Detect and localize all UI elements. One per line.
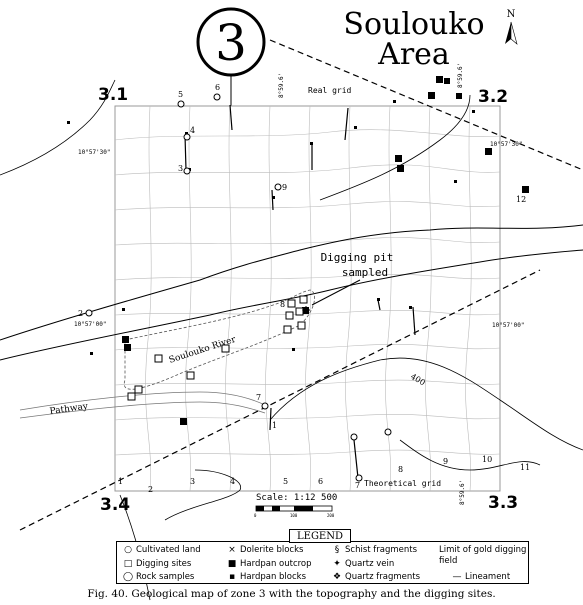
coord-lat: 10°57'00" xyxy=(492,322,525,329)
legend-label: Rock samples xyxy=(136,572,195,582)
legend-label: Hardpan outcrop xyxy=(240,559,312,569)
filled-square-icon: ■ xyxy=(227,559,237,569)
sample-number: 6 xyxy=(215,83,220,92)
square-icon: □ xyxy=(123,559,133,569)
scale-label: Scale: 1:12 500 xyxy=(256,493,337,503)
grid-number: 4 xyxy=(230,477,235,486)
scale-tick: 0 xyxy=(254,513,257,518)
sample-number: 2 xyxy=(78,309,83,318)
grid-number: 7 xyxy=(355,481,360,490)
digging-sites xyxy=(127,295,308,401)
coord-lon: 8°59.6' xyxy=(459,480,466,505)
legend-item-cultivated: ○ Cultivated land xyxy=(123,545,201,555)
svg-text:N: N xyxy=(507,9,516,20)
sample-number: 8 xyxy=(280,300,285,309)
contour-label: 400 xyxy=(409,372,427,387)
grid-number: 5 xyxy=(283,477,288,486)
legend-item-dolerite: × Dolerite blocks xyxy=(227,545,303,555)
ring-icon: ◯ xyxy=(123,572,134,582)
cross-icon: × xyxy=(228,545,236,555)
legend-label: Dolerite blocks xyxy=(240,545,304,555)
pathway xyxy=(19,391,266,419)
legend-label: Limit of gold digging field xyxy=(439,545,527,566)
gold-digging-field-limit xyxy=(123,289,315,390)
corner-label-tr: 3.2 xyxy=(478,87,508,107)
circle-icon: ○ xyxy=(124,545,132,555)
scale-tick: 200 xyxy=(327,513,335,518)
quartz-fragment-icon xyxy=(302,306,310,314)
legend-item-quartz-vein: ✦ Quartz vein xyxy=(332,559,394,569)
line-icon: — xyxy=(452,572,462,582)
legend-item-gold-limit: Limit of gold digging field xyxy=(439,545,527,567)
area-title-line1: Soulouko xyxy=(343,7,484,42)
legend-label: Quartz vein xyxy=(345,559,395,569)
north-arrow-icon: N xyxy=(505,9,518,45)
corner-label-br: 3.3 xyxy=(488,493,518,513)
legend-title: LEGEND xyxy=(289,529,351,543)
corner-label-bl: 3.4 xyxy=(100,495,130,515)
star-icon: ✦ xyxy=(333,559,341,569)
scale-bar xyxy=(255,505,333,512)
grid-number: 10 xyxy=(482,455,492,464)
coord-lat: 10°57'30" xyxy=(490,141,523,148)
contour-lines xyxy=(0,79,583,601)
annotation-pointer xyxy=(311,279,361,306)
diamond-icon: ❖ xyxy=(332,572,342,582)
theoretical-grid-label: Theoretical grid xyxy=(364,479,441,488)
legend-label: Quartz fragments xyxy=(345,572,421,582)
sample-number: 4 xyxy=(190,126,195,135)
grid-number: 6 xyxy=(318,477,323,486)
hardpan-blocks xyxy=(67,100,475,355)
legend-label: Cultivated land xyxy=(136,545,201,555)
pathway-label: Pathway xyxy=(49,402,90,417)
legend-item-rock-samples: ◯ Rock samples xyxy=(123,572,194,582)
real-grid-label: Real grid xyxy=(308,86,352,95)
section-icon: § xyxy=(334,545,340,555)
coord-lat: 10°57'00" xyxy=(74,321,107,328)
lineament xyxy=(19,39,583,531)
legend-label: Schist fragments xyxy=(345,545,418,555)
grid-number: 2 xyxy=(148,485,153,494)
figure-caption: Fig. 40. Geological map of zone 3 with t… xyxy=(87,588,496,600)
grid-number: 12 xyxy=(516,195,526,204)
grid-number: 8 xyxy=(398,465,403,474)
sample-number: 7 xyxy=(256,393,261,402)
grid-number: 3 xyxy=(190,477,195,486)
sample-number: 5 xyxy=(178,90,183,99)
real-grid-frame xyxy=(114,105,501,492)
legend-item-hardpan-blocks: ▪ Hardpan blocks xyxy=(227,572,306,582)
sample-number: 3 xyxy=(178,164,183,173)
grid-number: 1 xyxy=(118,477,123,486)
legend-item-quartz-fragments: ❖ Quartz fragments xyxy=(332,572,420,582)
legend-box: ○ Cultivated land × Dolerite blocks § Sc… xyxy=(116,541,529,584)
rock-samples xyxy=(85,93,392,482)
area-title-line2: Area xyxy=(377,37,450,72)
legend-label: Hardpan blocks xyxy=(240,572,307,582)
lineament-segments xyxy=(184,104,416,479)
coord-lon: 8°59.6' xyxy=(457,63,464,88)
scale-tick: 100 xyxy=(290,513,298,518)
grid-number: 11 xyxy=(520,463,530,472)
legend-item-lineament: — Lineament xyxy=(452,572,511,582)
legend-label: Digging sites xyxy=(136,559,192,569)
annotation-line1: Digging pit xyxy=(321,251,394,264)
legend-item-hardpan-outcrop: ■ Hardpan outcrop xyxy=(227,559,312,569)
corner-label-tl: 3.1 xyxy=(98,85,128,105)
sample-number: 9 xyxy=(282,183,287,192)
coord-lon: 8°59.6' xyxy=(278,73,285,98)
soulouko-river xyxy=(0,224,583,361)
small-square-icon: ▪ xyxy=(228,572,236,582)
legend-label: Lineament xyxy=(465,572,511,582)
sample-number: 1 xyxy=(272,421,277,430)
coord-lat: 10°57'30" xyxy=(78,149,111,156)
legend-item-digging: □ Digging sites xyxy=(123,559,192,569)
annotation-line2: sampled xyxy=(342,266,388,279)
grid-number: 9 xyxy=(443,457,448,466)
zone-number: 3 xyxy=(215,14,247,72)
legend-item-schist: § Schist fragments xyxy=(332,545,417,555)
